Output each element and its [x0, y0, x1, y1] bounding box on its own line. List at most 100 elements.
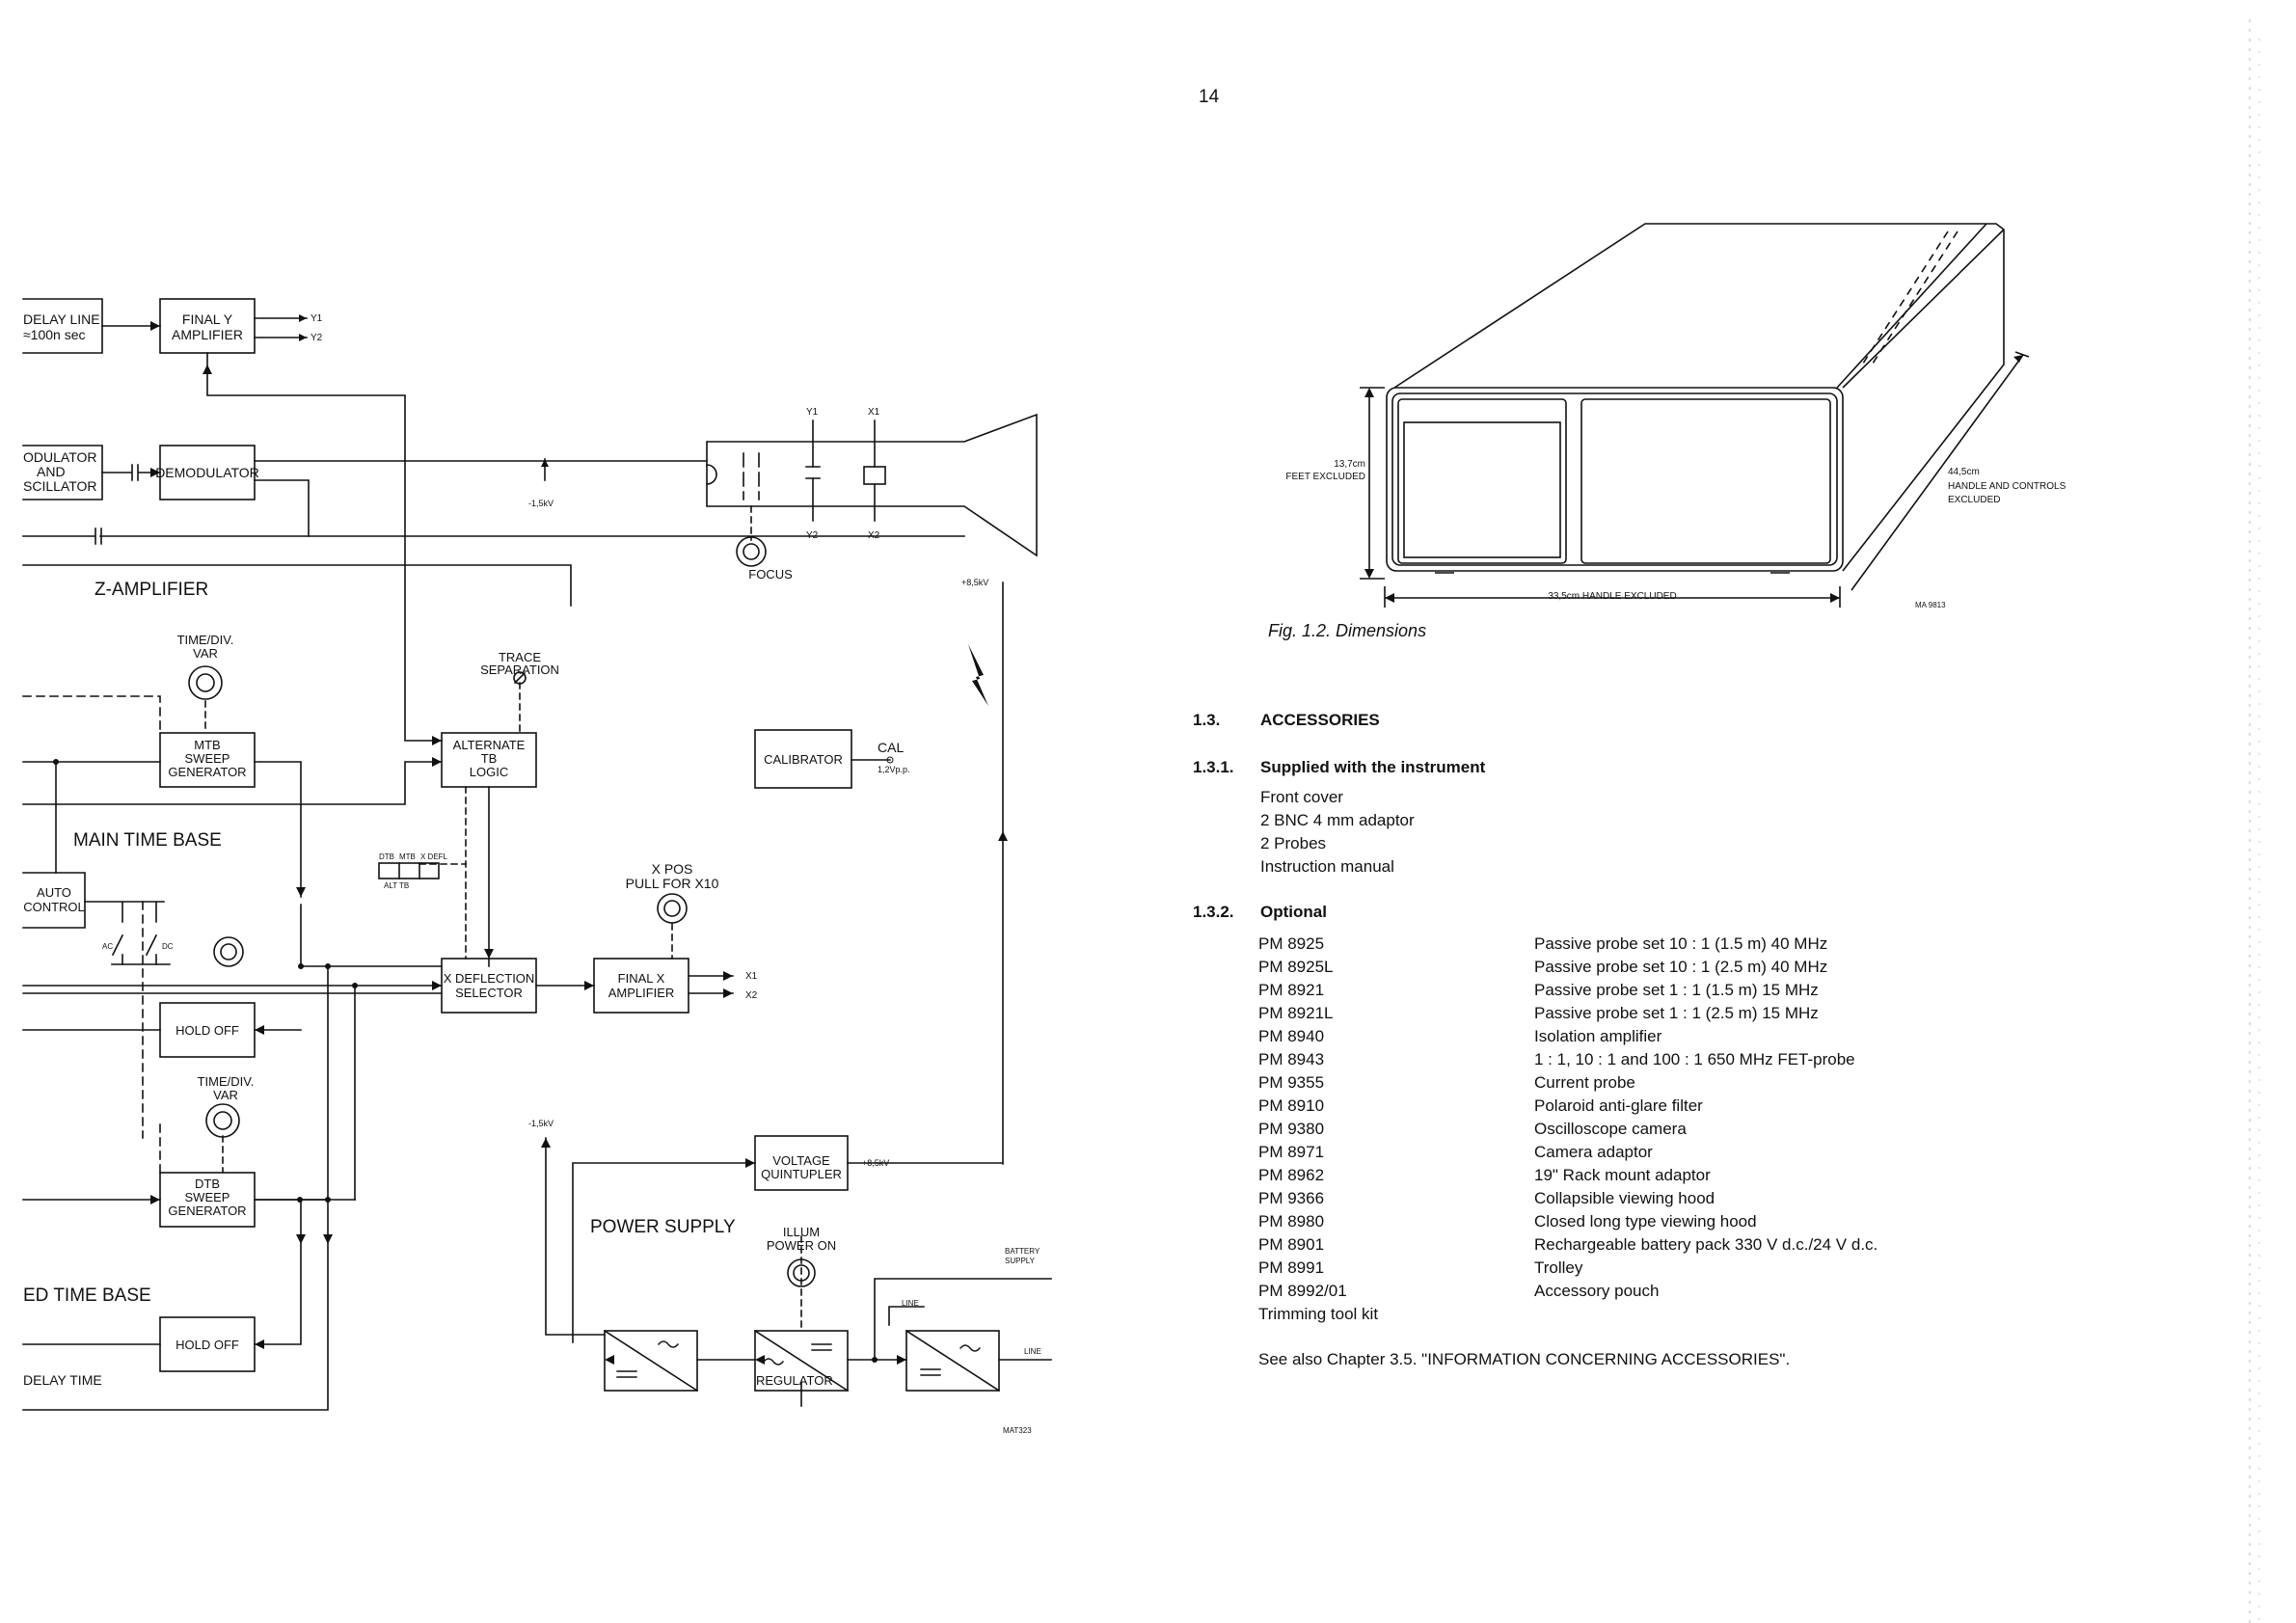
focus-knob[interactable]: [736, 536, 767, 567]
item-desc: Isolation amplifier: [1534, 1027, 1662, 1045]
main-time-base-label: MAIN TIME BASE: [73, 830, 222, 851]
switch-dtb: DTB: [379, 852, 394, 861]
svg-text:CONTROL: CONTROL: [23, 900, 85, 914]
switch-dc: DC: [162, 942, 174, 951]
item-desc: 1 : 1, 10 : 1 and 100 : 1 650 MHz FET-pr…: [1534, 1050, 1855, 1068]
svg-text:Y1: Y1: [311, 313, 323, 324]
svg-text:LINE: LINE: [1024, 1347, 1041, 1356]
svg-text:CALIBRATOR: CALIBRATOR: [764, 752, 843, 767]
svg-text:33,5cm HANDLE EXCLUDED: 33,5cm HANDLE EXCLUDED: [1548, 591, 1676, 602]
svg-text:LINE: LINE: [902, 1299, 919, 1308]
illum-knob[interactable]: [787, 1258, 816, 1287]
crt-x2: X2: [868, 530, 880, 541]
optional-title: Optional: [1260, 903, 1327, 921]
svg-text:AND: AND: [37, 464, 66, 479]
svg-text:+8,5kV: +8,5kV: [862, 1158, 889, 1168]
item-code: PM 8992/01: [1258, 1282, 1347, 1300]
svg-text:SWEEP: SWEEP: [185, 1190, 230, 1204]
z-amplifier-label: Z-AMPLIFIER: [95, 580, 208, 600]
item-code: PM 9380: [1258, 1120, 1325, 1138]
alternate-tb-l3: LOGIC: [470, 765, 508, 779]
mtb-sweep-l3: GENERATOR: [168, 765, 246, 779]
dim-ref: MA 9813: [1915, 601, 1946, 609]
battery-supply-l2: SUPPLY: [1005, 1257, 1036, 1265]
minus-15kv-crt: -1,5kV: [528, 499, 554, 508]
page-number: 14: [1199, 87, 1220, 107]
hold-off-dtb: HOLD OFF: [176, 1338, 239, 1352]
final-x-l2: AMPLIFIER: [608, 986, 675, 1000]
svg-text:X2: X2: [868, 530, 880, 541]
svg-text:QUINTUPLER: QUINTUPLER: [761, 1167, 842, 1181]
item-code: PM 8940: [1258, 1027, 1325, 1045]
dtb-sweep-l2: SWEEP: [185, 1190, 230, 1204]
output-x1: X1: [745, 971, 758, 982]
svg-text:VOLTAGE: VOLTAGE: [772, 1153, 830, 1168]
svg-text:LOGIC: LOGIC: [470, 765, 508, 779]
svg-text:SELECTOR: SELECTOR: [455, 986, 523, 1000]
time-div-var-dtb-l1: TIME/DIV.: [198, 1074, 255, 1089]
mtb-sweep-l2: SWEEP: [185, 751, 230, 766]
svg-text:FINAL X: FINAL X: [618, 971, 665, 986]
svg-text:44,5cm: 44,5cm: [1948, 467, 1980, 477]
svg-text:AMPLIFIER: AMPLIFIER: [608, 986, 675, 1000]
svg-text:X2: X2: [745, 990, 758, 1001]
svg-text:POWER SUPPLY: POWER SUPPLY: [590, 1217, 736, 1237]
item-desc: Rechargeable battery pack 330 V d.c./24 …: [1534, 1235, 1878, 1254]
dim-depth-note-l1: HANDLE AND CONTROLS: [1948, 481, 2066, 492]
section-title: ACCESSORIES: [1260, 711, 1380, 729]
modulator-l2: AND: [37, 464, 66, 479]
item-code: Trimming tool kit: [1258, 1305, 1379, 1323]
svg-text:HOLD OFF: HOLD OFF: [176, 1023, 239, 1038]
svg-text:X DEFLECTION: X DEFLECTION: [444, 971, 535, 986]
item-desc: Current probe: [1534, 1073, 1635, 1092]
final-y-l2: AMPLIFIER: [172, 327, 243, 342]
mtb-sweep-l1: MTB: [194, 738, 220, 752]
svg-text:PULL FOR X10: PULL FOR X10: [626, 876, 719, 891]
item-desc: Accessory pouch: [1534, 1282, 1660, 1300]
x-pos-knob[interactable]: [657, 893, 688, 924]
hold-off-mtb: HOLD OFF: [176, 1023, 239, 1038]
time-div-var-mtb-knob[interactable]: [188, 665, 223, 700]
optional-number: 1.3.2.: [1193, 903, 1234, 921]
svg-text:MTB: MTB: [399, 852, 416, 861]
svg-text:MTB: MTB: [194, 738, 220, 752]
svg-text:Y2: Y2: [311, 333, 323, 343]
item-desc: Closed long type viewing hood: [1534, 1212, 1757, 1231]
dim-height-value: 13,7cm: [1334, 459, 1365, 470]
svg-text:ED TIME BASE: ED TIME BASE: [23, 1285, 151, 1306]
svg-text:DELAY TIME: DELAY TIME: [23, 1372, 102, 1388]
output-x2: X2: [745, 990, 758, 1001]
supplied-item: 2 BNC 4 mm adaptor: [1260, 811, 1415, 829]
svg-text:Y2: Y2: [806, 530, 819, 541]
item-code: PM 9366: [1258, 1189, 1325, 1207]
time-div-var-dtb-knob[interactable]: [205, 1103, 240, 1138]
svg-text:Z-AMPLIFIER: Z-AMPLIFIER: [95, 580, 208, 600]
item-code: PM 8980: [1258, 1212, 1325, 1231]
delay-line-l1: DELAY LINE: [23, 311, 100, 327]
illum-l1: ILLUM: [783, 1225, 820, 1239]
svg-text:HOLD OFF: HOLD OFF: [176, 1338, 239, 1352]
dim-height-note: FEET EXCLUDED: [1285, 472, 1365, 482]
supplied-item: Front cover: [1260, 788, 1343, 806]
svg-text:MA 9813: MA 9813: [1915, 601, 1946, 609]
svg-text:≈100n sec: ≈100n sec: [23, 327, 86, 342]
alternate-tb-l1: ALTERNATE: [453, 738, 526, 752]
svg-text:TIME/DIV.: TIME/DIV.: [177, 633, 234, 647]
item-code: PM 8925L: [1258, 958, 1334, 976]
svg-text:X POS: X POS: [652, 861, 693, 877]
x-deflection-l2: SELECTOR: [455, 986, 523, 1000]
svg-text:REGULATOR: REGULATOR: [756, 1373, 833, 1388]
modulator-l3: SCILLATOR: [23, 478, 97, 494]
svg-text:MAIN TIME BASE: MAIN TIME BASE: [73, 830, 222, 851]
hold-off-knob[interactable]: [213, 936, 244, 967]
figure-caption: Fig. 1.2. Dimensions: [1268, 621, 1427, 640]
svg-text:VAR: VAR: [193, 646, 218, 661]
minus-15kv-psu: -1,5kV: [528, 1119, 554, 1128]
delay-time-label: DELAY TIME: [23, 1372, 102, 1388]
illum-l2: POWER ON: [767, 1238, 836, 1253]
svg-text:MAT323: MAT323: [1003, 1426, 1032, 1435]
crt-y1: Y1: [806, 407, 819, 418]
item-code: PM 8971: [1258, 1143, 1325, 1161]
delay-line-l2: ≈100n sec: [23, 327, 86, 342]
item-desc: Camera adaptor: [1534, 1143, 1653, 1161]
